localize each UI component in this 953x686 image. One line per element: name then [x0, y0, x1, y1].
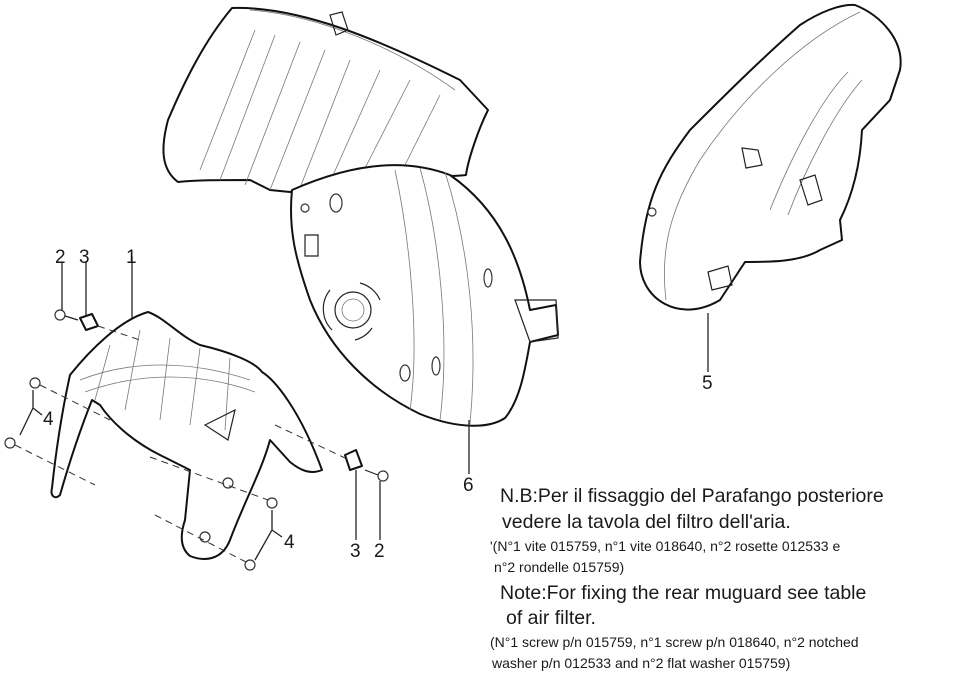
callout-5: 5	[702, 373, 713, 394]
part-1-front-mudguard	[50, 256, 323, 560]
note-italian-detail2: n°2 rondelle 015759)	[494, 559, 625, 575]
part-5-rear-mudguard	[639, 3, 902, 372]
note-italian-detail1: '(N°1 vite 015759, n°1 vite 018640, n°2 …	[490, 538, 841, 554]
note-english-line1: Note:For fixing the rear muguard see tab…	[500, 582, 867, 604]
callout-3-top: 3	[79, 247, 90, 268]
callout-1: 1	[126, 247, 137, 268]
note-italian-line2: vedere la tavola del filtro dell'aria.	[502, 511, 791, 533]
note-english-line2: of air filter.	[506, 607, 596, 629]
note-english-detail2: washer p/n 012533 and n°2 flat washer 01…	[492, 655, 791, 671]
fasteners	[4, 262, 389, 571]
callout-2-right: 2	[374, 541, 385, 562]
part-6-rear-housing	[162, 6, 559, 474]
callout-6: 6	[463, 475, 474, 496]
callout-2-top: 2	[55, 247, 66, 268]
callout-4-left: 4	[43, 409, 54, 430]
note-english-detail1: (N°1 screw p/n 015759, n°1 screw p/n 018…	[490, 634, 859, 650]
callout-4-bottom: 4	[284, 532, 295, 553]
note-italian-line1: N.B:Per il fissaggio del Parafango poste…	[500, 485, 884, 507]
callout-3-right: 3	[350, 541, 361, 562]
